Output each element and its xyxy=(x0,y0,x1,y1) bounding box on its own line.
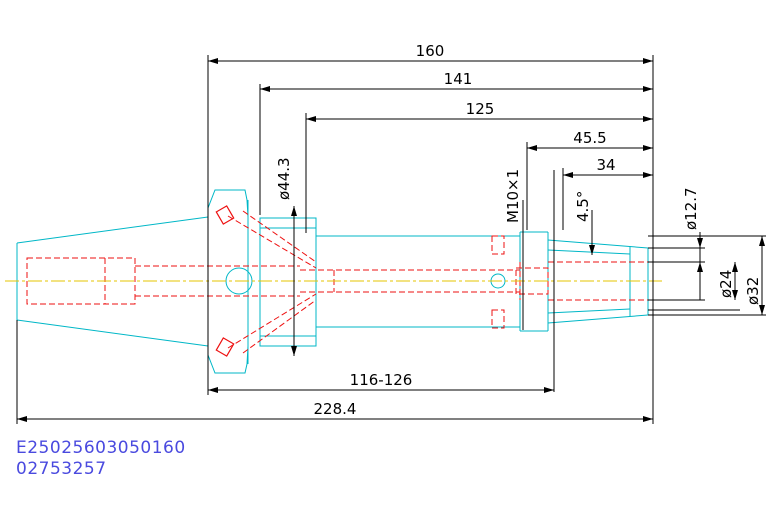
dim-141: 141 xyxy=(444,70,473,88)
dim-m10: M10×1 xyxy=(504,169,522,223)
arrowheads xyxy=(17,58,765,422)
dim-34: 34 xyxy=(596,156,615,174)
dim-45-5: 45.5 xyxy=(573,129,606,147)
flange-holes xyxy=(215,205,235,357)
dim-phi12-7: ø12.7 xyxy=(682,187,700,230)
hidden-lines xyxy=(26,210,648,354)
dimension-lines xyxy=(16,55,766,424)
dim-phi44-3: ø44.3 xyxy=(275,157,293,200)
order-code: E25025603050160 xyxy=(16,438,186,458)
dim-116-126: 116-126 xyxy=(350,371,413,389)
dim-228-4: 228.4 xyxy=(314,400,357,418)
dim-160: 160 xyxy=(416,42,445,60)
dim-125: 125 xyxy=(466,100,495,118)
dimension-labels: 160 141 125 45.5 34 116-126 228.4 ø44.3 … xyxy=(275,42,762,418)
dim-angle: 4.5° xyxy=(574,191,592,222)
dim-phi24: ø24 xyxy=(717,270,735,298)
dim-phi32: ø32 xyxy=(744,277,762,305)
part-number: 02753257 xyxy=(16,459,107,479)
